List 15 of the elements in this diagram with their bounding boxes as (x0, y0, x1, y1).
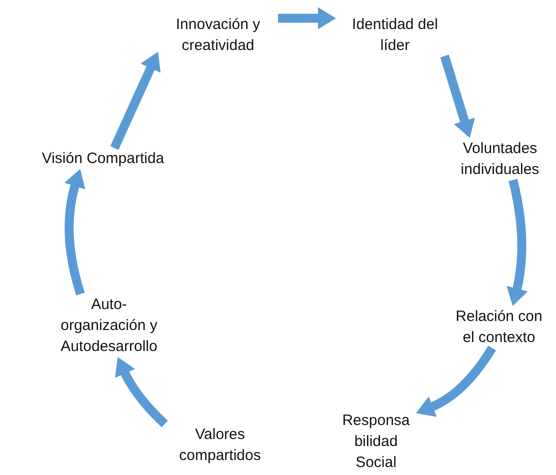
node-label: Auto- organización y Autodesarrollo (60, 295, 158, 357)
arrow (416, 346, 496, 417)
node-label: Visión Compartida (40, 149, 166, 169)
node-label: Voluntades individuales (460, 139, 540, 180)
arrow (440, 54, 475, 138)
arrow (64, 168, 86, 296)
arrow (278, 7, 336, 30)
arrow (506, 178, 528, 306)
node-label: Responsa bilidad Social (341, 411, 411, 473)
node-label: Innovación y creatividad (174, 15, 262, 56)
node-label: Identidad del líder (351, 15, 439, 56)
arrow (115, 357, 168, 428)
arrow (110, 52, 161, 150)
node-label: Relación con el contexto (454, 307, 544, 348)
node-label: Valores compartidos (178, 425, 262, 466)
